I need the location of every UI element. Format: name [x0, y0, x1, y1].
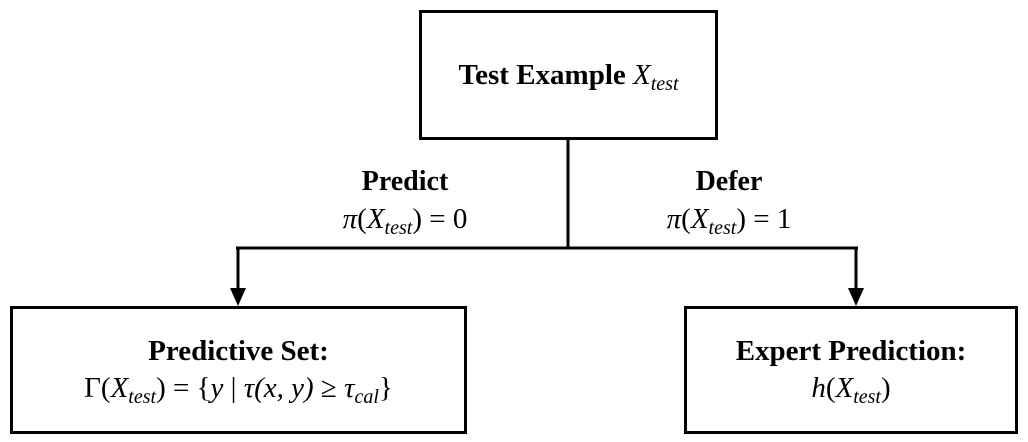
ps-tau-cal: τ [344, 372, 355, 404]
predictive-set-formula: Γ(Xtest) = {y | τ(x, y) ≥ τcal} [84, 372, 393, 408]
root-node-title-text: Test Example [458, 59, 626, 91]
defer-rhs: = 1 [753, 203, 792, 235]
ps-arg-sub: test [128, 386, 157, 408]
edge-label-defer-title: Defer [695, 166, 763, 197]
predict-arg-sub: test [384, 217, 413, 239]
ps-tau-cal-sub: cal [354, 386, 379, 408]
ps-ge: ≥ [320, 372, 337, 404]
defer-pi: π [666, 203, 682, 235]
predict-pi: π [342, 203, 358, 235]
ps-y: y [210, 372, 224, 404]
ps-arg: X [110, 372, 129, 404]
predictive-set-title: Predictive Set: [148, 335, 329, 367]
ps-args: (x, y) [254, 372, 314, 404]
root-var-sub: test [650, 73, 679, 95]
edge-label-defer-formula: π(Xtest) = 1 [666, 203, 792, 239]
predict-arg: X [366, 203, 385, 235]
root-var-letter: X [633, 59, 651, 91]
ps-bar: | [230, 372, 237, 404]
ps-close: } [378, 372, 393, 404]
ps-tau: τ [243, 372, 255, 404]
defer-arg-sub: test [708, 217, 737, 239]
predictive-set-node: Predictive Set: Γ(Xtest) = {y | τ(x, y) … [10, 306, 467, 434]
right-arrowhead [848, 288, 864, 306]
expert-prediction-formula: h(Xtest) [811, 372, 891, 408]
ep-arg-sub: test [853, 386, 881, 408]
root-node-var: Xtest [633, 59, 679, 94]
predict-rhs: = 0 [429, 203, 468, 235]
root-node: Test Example Xtest [419, 10, 718, 140]
edge-label-defer: Defer π(Xtest) = 1 [624, 164, 834, 238]
left-arrowhead [230, 288, 246, 306]
expert-prediction-node: Expert Prediction: h(Xtest) [684, 306, 1018, 434]
edge-label-predict-formula: π(Xtest) = 0 [342, 203, 468, 239]
expert-prediction-title: Expert Prediction: [735, 335, 967, 367]
defer-arg: X [690, 203, 709, 235]
edge-label-predict-title: Predict [361, 166, 449, 197]
ep-arg: X [835, 372, 854, 404]
edge-label-predict: Predict π(Xtest) = 0 [300, 164, 510, 238]
root-node-title: Test Example Xtest [458, 57, 679, 94]
ps-eq: = { [173, 372, 211, 404]
ep-fn: h [811, 372, 826, 404]
gamma-symbol: Γ [84, 372, 101, 404]
